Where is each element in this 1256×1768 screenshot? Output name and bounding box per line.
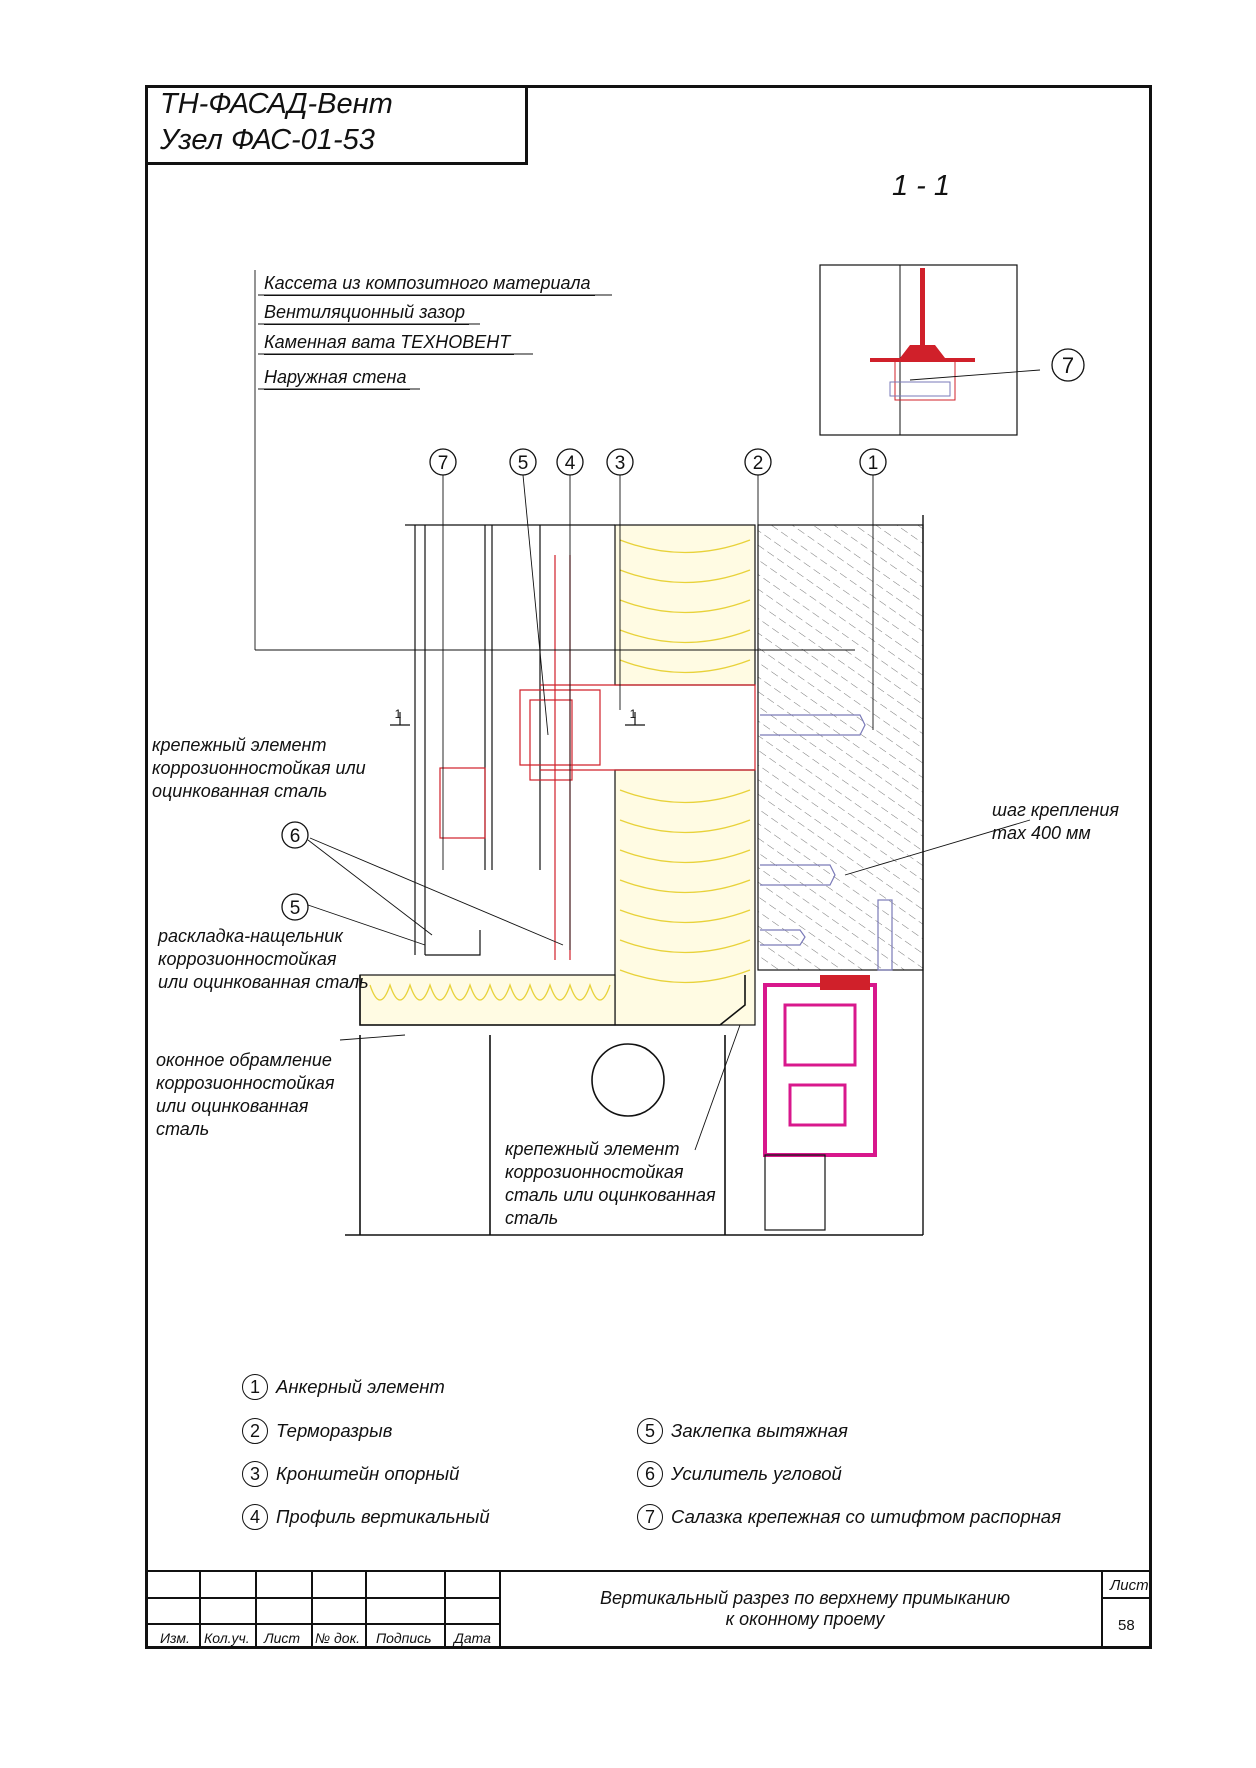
title-block — [145, 85, 528, 165]
window-frame-profile — [763, 975, 877, 1231]
anchor-elements — [760, 714, 893, 971]
section-cut-markers — [390, 712, 645, 726]
window-head-flashing — [345, 975, 923, 1236]
marker-circles — [281, 348, 1085, 921]
marker-7: 7 — [438, 453, 449, 474]
section-cut-left: 1 — [395, 707, 402, 721]
layer-label-exterior-wall: Наружная стена — [264, 366, 411, 390]
layer-label-stone-wool: Каменная вата ТЕХНОВЕНТ — [264, 331, 515, 355]
callout-fastening-step: шаг крепления max 400 мм — [992, 800, 1119, 843]
stamp-col-doc-number: № док. — [315, 1630, 361, 1646]
stamp-sheet-label: Лист — [1110, 1577, 1149, 1594]
marker-5-side: 5 — [290, 898, 301, 919]
stamp-col-change: Изм. — [160, 1630, 190, 1646]
marker-5: 5 — [518, 453, 529, 474]
stamp-sheet-number: 58 — [1118, 1617, 1135, 1634]
marker-2: 2 — [753, 453, 764, 474]
marker-3: 3 — [615, 453, 626, 474]
marker-4: 4 — [565, 453, 576, 474]
stamp-col-date: Дата — [454, 1630, 491, 1646]
callout-fastener-left: крепежный элемент коррозионностойкая или… — [152, 735, 366, 801]
drawing-series-title: ТН-ФАСАД-Вент — [160, 88, 393, 120]
callout-cover-strip: раскладка-нащельник коррозионностойкая и… — [158, 926, 369, 992]
stamp-col-sheet: Лист — [264, 1630, 301, 1646]
marker-6-side: 6 — [290, 826, 301, 847]
stamp-col-signature: Подпись — [376, 1630, 432, 1646]
section-label: 1 - 1 — [892, 170, 951, 202]
marker-labels: 7 5 4 3 2 1 6 5 7 1 1 — [290, 353, 1074, 919]
insulation-hatch — [369, 539, 751, 1001]
cassette-cladding — [405, 524, 615, 956]
section-cut-right: 1 — [630, 707, 637, 721]
marker-7-detail: 7 — [1062, 353, 1074, 378]
stamp-description: Вертикальный разрез по верхнему примыкан… — [600, 1588, 1010, 1629]
marker-1: 1 — [868, 453, 879, 474]
drawing-frame — [145, 85, 1152, 1649]
detail-section — [819, 264, 1018, 436]
stamp-col-count: Кол.уч. — [204, 1630, 250, 1646]
node-code-title: Узел ФАС-01-53 — [160, 124, 375, 156]
callout-fastener-bottom: крепежный элемент коррозионностойкая ста… — [505, 1139, 716, 1228]
layer-label-ventilation-gap: Вентиляционный зазор — [264, 301, 470, 325]
layer-label-cassette: Кассета из композитного материала — [264, 272, 595, 296]
mineral-wool-window-head — [359, 974, 616, 1026]
exterior-wall — [757, 524, 924, 971]
callout-window-frame: оконное обрамление коррозионностойкая ил… — [156, 1050, 335, 1139]
